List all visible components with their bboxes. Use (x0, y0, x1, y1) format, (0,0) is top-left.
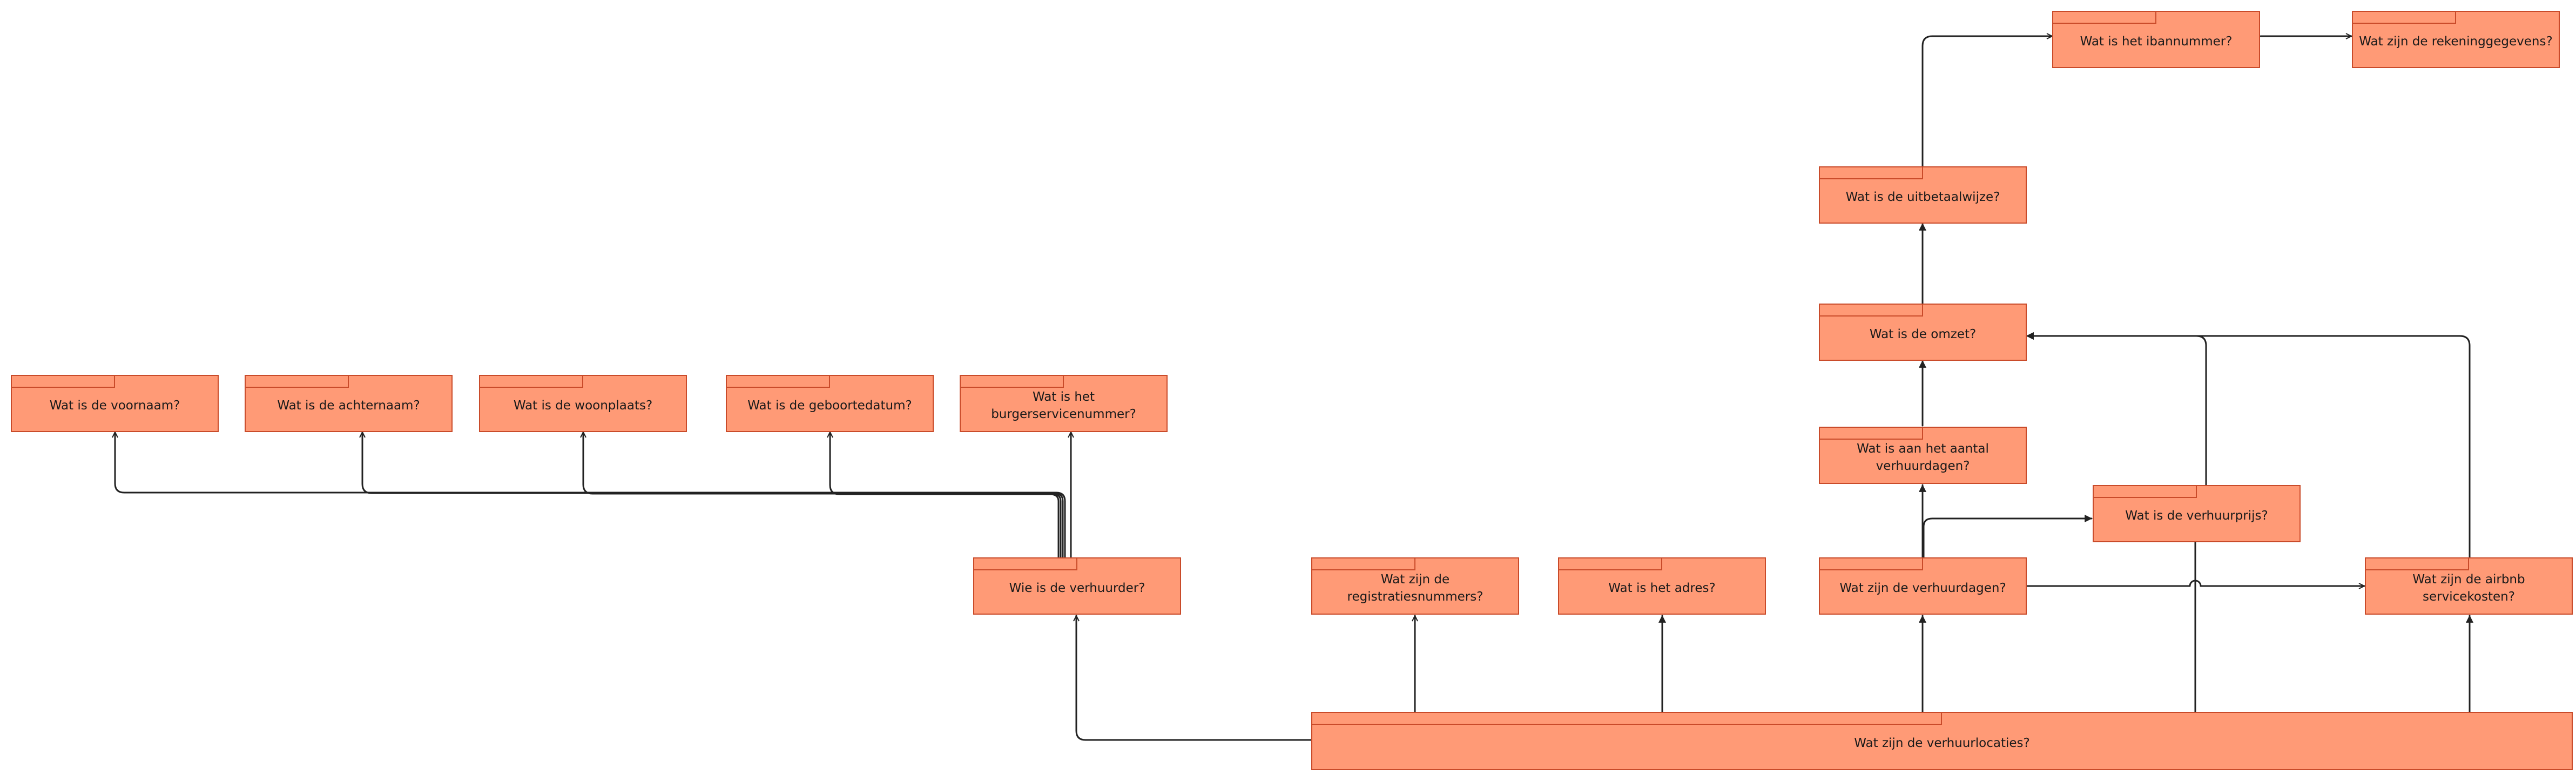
node-label: Wat is de omzet? (1869, 327, 1977, 341)
node-tab (961, 376, 1064, 388)
edge-verhuurdagen-prijs (1923, 515, 2093, 558)
node-adres[interactable]: Wat is het adres? (1558, 557, 1766, 615)
node-aantal[interactable]: Wat is aan het aantal verhuurdagen? (1819, 427, 2027, 484)
node-label: Wat zijn de registratiesnummers? (1347, 573, 1483, 604)
node-label: Wat zijn de verhuurdagen? (1839, 581, 2006, 595)
node-achternaam[interactable]: Wat is de achternaam? (245, 375, 453, 432)
node-tab (246, 376, 349, 388)
node-tab (974, 558, 1077, 570)
node-airbnb[interactable]: Wat zijn de airbnb servicekosten? (2365, 557, 2573, 615)
node-tab (1559, 558, 1662, 570)
node-tab (480, 376, 583, 388)
edge-verhuurder-achternaam (362, 431, 1064, 558)
node-tab (1312, 713, 1942, 725)
node-tab (12, 376, 115, 388)
node-iban[interactable]: Wat is het ibannummer? (2052, 11, 2260, 68)
node-tab (2053, 12, 2156, 24)
node-tab (2366, 558, 2469, 570)
node-label: Wat zijn de airbnb servicekosten? (2412, 573, 2525, 604)
node-prijs[interactable]: Wat is de verhuurprijs? (2093, 485, 2301, 542)
node-tab (2094, 486, 2197, 498)
node-tab (1820, 167, 1923, 179)
edge-prijs-omzet (2026, 332, 2207, 487)
node-label: Wat is het ibannummer? (2080, 35, 2233, 49)
node-omzet[interactable]: Wat is de omzet? (1819, 304, 2027, 361)
edge-verhuurder-geboortedatum (830, 431, 1060, 558)
node-geboortedatum[interactable]: Wat is de geboortedatum? (726, 375, 934, 432)
edge-verhuurder-woonplaats (583, 431, 1062, 558)
node-label: Wat zijn de rekeninggegevens? (2359, 35, 2553, 49)
node-verhuurdagen[interactable]: Wat zijn de verhuurdagen? (1819, 557, 2027, 615)
node-label: Wat is de achternaam? (277, 399, 420, 413)
edge-uitbetaal-iban (1921, 36, 2053, 167)
node-label: Wat is de voornaam? (49, 399, 180, 413)
node-locaties[interactable]: Wat zijn de verhuurlocaties? (1311, 712, 2573, 770)
node-tab (1820, 305, 1923, 317)
node-tab (1312, 558, 1415, 570)
node-label: Wat is de verhuurprijs? (2125, 509, 2268, 523)
node-label: Wat is aan het aantal verhuurdagen? (1857, 442, 1989, 473)
node-woonplaats[interactable]: Wat is de woonplaats? (479, 375, 687, 432)
node-label: Wat is het adres? (1608, 581, 1716, 595)
edge-verhuurdagen-airbnb (2024, 580, 2365, 586)
node-label: Wat is de geboortedatum? (747, 399, 912, 413)
edge-verhuurder-voornaam (115, 431, 1066, 558)
node-label: Wat is het burgerservicenummer? (991, 390, 1136, 421)
node-label: Wie is de verhuurder? (1009, 581, 1145, 595)
node-uitbetaal[interactable]: Wat is de uitbetaalwijze? (1819, 166, 2027, 224)
node-label: Wat is de uitbetaalwijze? (1845, 190, 2000, 204)
node-bsn[interactable]: Wat is het burgerservicenummer? (960, 375, 1168, 432)
node-tab (727, 376, 830, 388)
node-rekening[interactable]: Wat zijn de rekeninggegevens? (2352, 11, 2560, 68)
node-verhuurder[interactable]: Wie is de verhuurder? (973, 557, 1181, 615)
node-registratie[interactable]: Wat zijn de registratiesnummers? (1311, 557, 1519, 615)
node-label: Wat is de woonplaats? (513, 399, 653, 413)
node-tab (1820, 558, 1923, 570)
node-label: Wat zijn de verhuurlocaties? (1854, 736, 2030, 750)
node-tab (2353, 12, 2456, 24)
node-voornaam[interactable]: Wat is de voornaam? (11, 375, 219, 432)
node-tab (1820, 428, 1923, 440)
edge-locaties-verhuurder (1076, 615, 1313, 741)
